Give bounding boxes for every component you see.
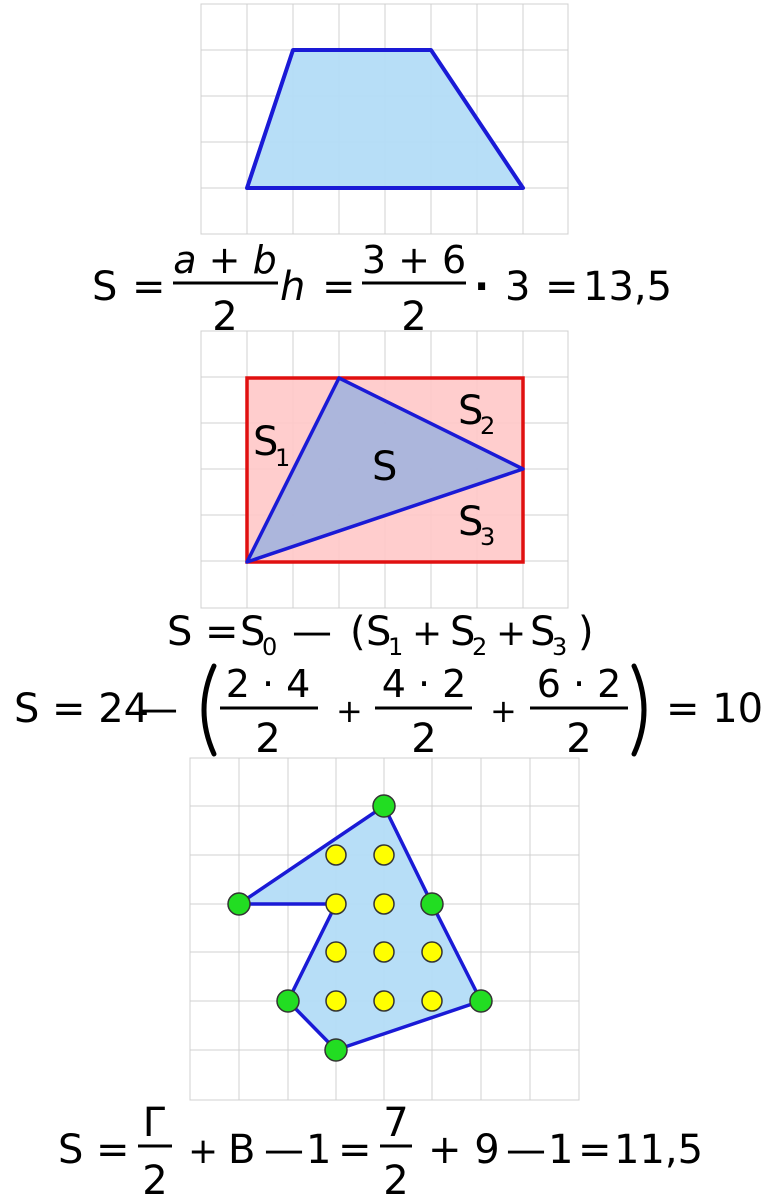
right-paren: ) <box>578 609 594 655</box>
height-value: 3 <box>505 264 530 310</box>
formula-equals: = <box>205 609 239 655</box>
formula-equals: = <box>545 264 579 310</box>
frac-denominator: 2 <box>255 716 280 762</box>
area-result: 11,5 <box>614 1127 703 1173</box>
frac-numerator: a + b <box>173 238 276 282</box>
frac-numerator: 2 · 4 <box>226 662 311 706</box>
area-result: = 10 <box>666 686 763 732</box>
formula-plus: + <box>490 692 517 730</box>
boundary-point <box>372 794 396 818</box>
interior-point <box>325 941 347 963</box>
interior-point <box>325 990 347 1012</box>
label-s3: S <box>458 499 483 545</box>
area-result: 13,5 <box>583 264 672 310</box>
interior-point <box>373 844 395 866</box>
grid-pick <box>189 757 580 1101</box>
label-s1-subscript: 1 <box>275 444 290 472</box>
symbol-s3-subscript: 3 <box>552 633 567 661</box>
formula-equals: = <box>322 264 356 310</box>
formula-s: S <box>92 264 117 310</box>
boundary-point <box>276 989 300 1013</box>
boundary-point <box>420 892 444 916</box>
trapezoid-shape <box>245 48 525 190</box>
symbol-s0-subscript: 0 <box>262 633 277 661</box>
symbol-s1: S <box>366 609 391 655</box>
symbol-s1-subscript: 1 <box>388 633 403 661</box>
label-s1: S <box>253 419 278 465</box>
interior-point <box>373 893 395 915</box>
interior-point <box>325 844 347 866</box>
trapezoid-area-formula: S = a + b 2 h = 3 + 6 2 · 3 = 13,5 <box>92 238 672 340</box>
boundary-point <box>324 1038 348 1062</box>
interior-point <box>421 990 443 1012</box>
formula-s: S <box>58 1127 83 1173</box>
frac-numerator: 4 · 2 <box>382 662 467 706</box>
frac-numerator: Г <box>143 1100 167 1146</box>
trapezoid-figure <box>200 3 569 235</box>
constant-one: 1 <box>548 1127 573 1173</box>
symbol-s0: S <box>240 609 265 655</box>
height-symbol: h <box>280 264 305 310</box>
formula-equals: = <box>578 1127 612 1173</box>
symbol-s2: S <box>450 609 475 655</box>
formula-minus: — <box>292 609 332 655</box>
frac-denominator: 2 <box>401 294 426 340</box>
frac-denominator: 2 <box>411 716 436 762</box>
formula-plus: + <box>496 613 526 654</box>
lattice-polygon <box>237 804 483 1052</box>
formula-plus: + <box>412 613 442 654</box>
frac-denominator: 2 <box>383 1158 408 1200</box>
formula-s: S <box>167 609 192 655</box>
frac-numerator: 6 · 2 <box>537 662 622 706</box>
interior-lattice-points <box>325 844 443 1012</box>
formula-equals: = <box>338 1127 372 1173</box>
triangle-figure: S 1 S 2 S S 3 <box>200 330 569 609</box>
triangle-shape <box>245 376 525 564</box>
symbol-s2-subscript: 2 <box>472 633 487 661</box>
frac-numerator: 3 + 6 <box>362 238 466 282</box>
interior-point <box>373 990 395 1012</box>
symbol-b: В <box>228 1127 255 1173</box>
interior-point <box>325 893 347 915</box>
triangle-computed-formula: S = 24 — 2 · 4 2 + 4 · 2 2 + 6 · 2 2 = 1… <box>14 662 763 762</box>
label-s3-subscript: 3 <box>480 523 495 551</box>
symbol-s3: S <box>530 609 555 655</box>
formula-minus: — <box>264 1127 304 1173</box>
boundary-point <box>227 892 251 916</box>
interior-point <box>373 941 395 963</box>
frac-denominator: 2 <box>566 716 591 762</box>
boundary-lattice-points <box>227 794 493 1062</box>
frac-denominator: 2 <box>212 294 237 340</box>
multiply-dot: · <box>474 264 489 310</box>
frac-denominator: 2 <box>142 1158 167 1200</box>
interior-point <box>421 941 443 963</box>
pick-figure <box>189 757 580 1101</box>
formula-minus: — <box>138 686 178 732</box>
label-s2-subscript: 2 <box>480 412 495 440</box>
constant-one: 1 <box>306 1127 331 1173</box>
formula-plus: + <box>188 1131 218 1172</box>
formula-equals: = <box>132 264 166 310</box>
plus-interior-count: + 9 <box>428 1127 500 1173</box>
frac-numerator: 7 <box>383 1100 408 1146</box>
triangle-general-formula: S = S 0 — ( S 1 + S 2 + S 3 ) <box>167 609 594 661</box>
label-s2: S <box>458 388 483 434</box>
formula-plus: + <box>336 692 363 730</box>
boundary-point <box>469 989 493 1013</box>
formula-minus: — <box>506 1127 546 1173</box>
big-right-paren <box>631 663 647 757</box>
left-paren: ( <box>350 609 366 655</box>
formula-s: S <box>14 686 39 732</box>
total-area-equals: = 24 <box>52 686 149 732</box>
pick-formula: S = Г 2 + В — 1 = 7 2 + 9 — 1 = 11,5 <box>58 1100 703 1200</box>
formula-equals: = <box>96 1127 130 1173</box>
big-left-paren <box>201 663 217 757</box>
label-s: S <box>372 444 397 490</box>
